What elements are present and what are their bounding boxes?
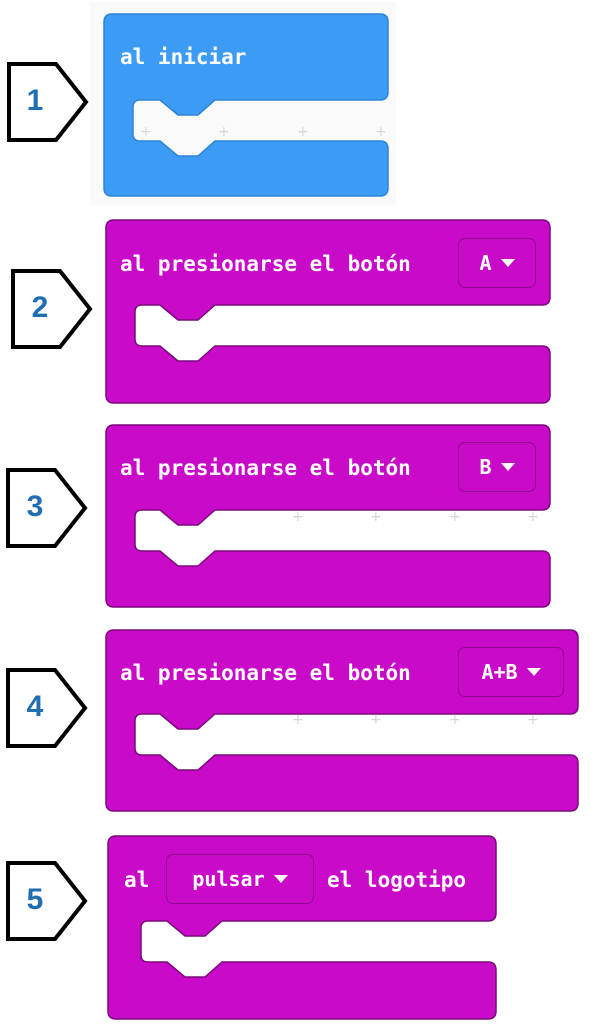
marker-5-shape (6, 861, 88, 941)
button-dropdown-a[interactable]: A (458, 238, 536, 288)
chevron-down-icon (500, 259, 515, 267)
grid-dot: + (449, 712, 461, 728)
grid-dot: + (375, 124, 387, 140)
marker-number-3: 3 (26, 490, 44, 523)
grid-dot: + (297, 124, 309, 140)
grid-dot: + (527, 712, 539, 728)
button-dropdown-ab[interactable]: A+B (458, 647, 564, 697)
chevron-down-icon (526, 668, 541, 676)
marker-number-1: 1 (26, 84, 44, 117)
grid-dot: + (292, 509, 304, 525)
on-logo-pressed-block[interactable] (107, 835, 497, 1020)
dropdown-value: A (479, 251, 492, 275)
chevron-down-icon (500, 463, 515, 471)
grid-dot: + (370, 509, 382, 525)
logo-prefix-label: al (124, 868, 150, 892)
marker-1-shape (7, 62, 89, 142)
grid-dot: + (527, 509, 539, 525)
chevron-down-icon (273, 875, 288, 883)
grid-dot: + (218, 124, 230, 140)
marker-number-5: 5 (26, 883, 44, 916)
marker-4-shape (6, 668, 88, 748)
button-dropdown-b[interactable]: B (458, 442, 536, 492)
on-button-b-pressed-block[interactable] (105, 424, 551, 608)
grid-dot: + (292, 712, 304, 728)
grid-dot: + (449, 509, 461, 525)
logo-action-dropdown[interactable]: pulsar (166, 854, 314, 904)
button-pressed-label: al presionarse el botón (120, 456, 411, 480)
dropdown-value: B (479, 455, 492, 479)
marker-2-shape (11, 269, 93, 349)
on-button-a-pressed-block[interactable] (105, 219, 551, 404)
grid-dot: + (140, 124, 152, 140)
button-pressed-label: al presionarse el botón (120, 252, 411, 276)
marker-number-4: 4 (26, 690, 44, 723)
on-button-ab-pressed-block[interactable] (105, 629, 579, 812)
dropdown-value: A+B (481, 660, 518, 684)
logo-suffix-label: el logotipo (327, 868, 467, 892)
on-start-label: al iniciar (120, 45, 247, 69)
button-pressed-label: al presionarse el botón (120, 661, 411, 685)
grid-dot: + (370, 712, 382, 728)
marker-3-shape (6, 468, 88, 548)
dropdown-value: pulsar (192, 867, 265, 891)
marker-number-2: 2 (31, 291, 49, 324)
on-start-block[interactable] (103, 13, 389, 197)
